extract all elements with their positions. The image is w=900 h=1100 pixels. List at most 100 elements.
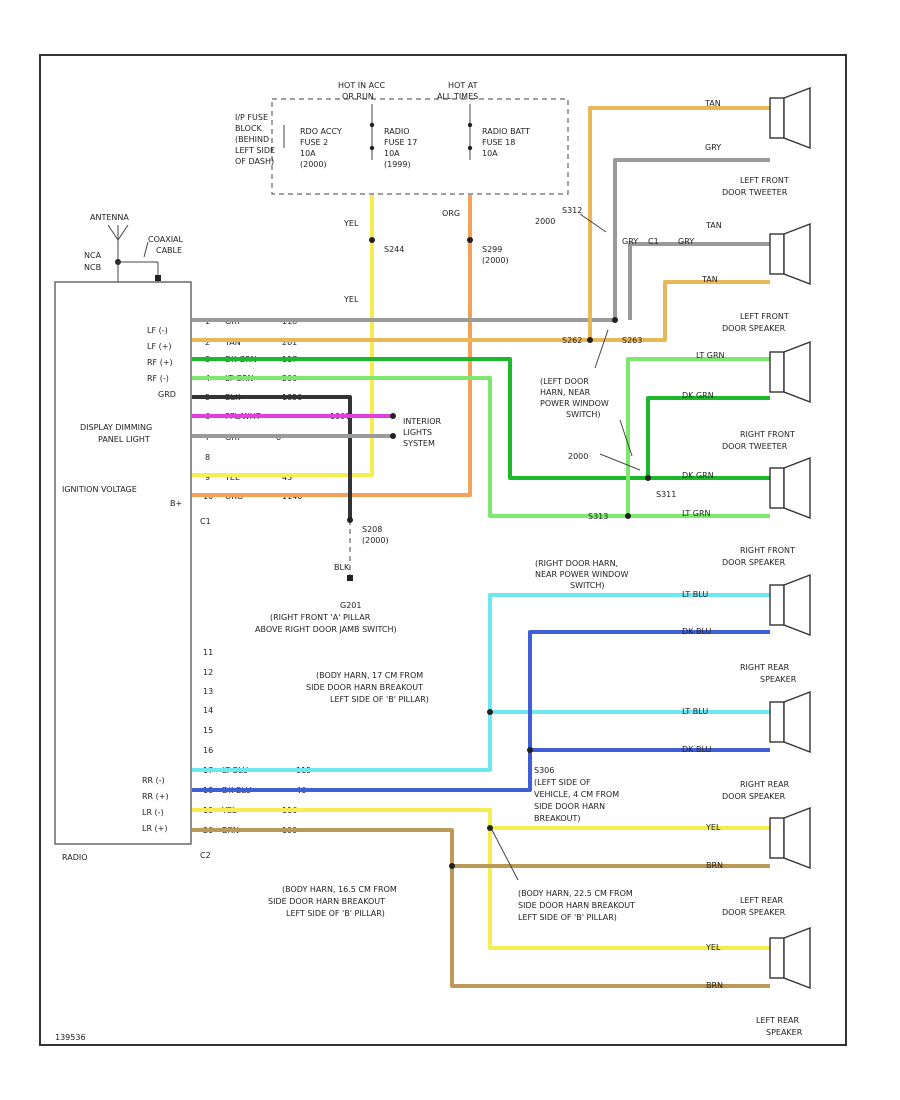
wire-label-blk: BLK: [334, 563, 350, 572]
speaker-name-2-0: RIGHT FRONT: [740, 430, 795, 439]
fuse1-text-1: FUSE 2: [300, 138, 328, 147]
pin-9: 9: [205, 473, 210, 482]
wire-label-brn-lr: BRN: [706, 861, 723, 870]
splice-s263: S263: [622, 336, 642, 345]
splice-s299-1: (2000): [482, 256, 509, 265]
note-left-door-1: HARN, NEAR: [540, 388, 591, 397]
wires: [192, 106, 770, 988]
wire-label-tan-sp2: TAN: [701, 275, 718, 284]
wire-yel-ign: [192, 195, 374, 477]
note-s306-1: VEHICLE, 4 CM FROM: [534, 790, 619, 799]
speaker-left-rear-door: LEFT REAR DOOR SPEAKER: [722, 806, 811, 917]
wire-label-ltgrn-sp: LT GRN: [696, 351, 725, 360]
func-rr-neg: RR (-): [142, 776, 165, 785]
func-display-dimming: DISPLAY DIMMING: [80, 423, 152, 432]
switch-label-2: SYSTEM: [403, 439, 435, 448]
ground-label-1: (RIGHT FRONT 'A' PILLAR: [270, 613, 371, 622]
wire-label-tan-sp: TAN: [705, 221, 722, 230]
fuse1-text-0: RDO ACCY: [300, 127, 342, 136]
wire-label-dkblu-rr: DK BLU: [682, 745, 711, 754]
fuse2-text-0: RADIO: [384, 127, 410, 136]
note-right-door-2: SWITCH): [570, 581, 605, 590]
func-rf-neg: RF (-): [147, 374, 169, 383]
speaker-name-2-1: DOOR TWEETER: [722, 442, 788, 451]
speaker-right-rear-door: RIGHT REAR DOOR SPEAKER: [722, 690, 811, 801]
pin-11: 11: [203, 648, 213, 657]
splice-s262: S262: [562, 336, 582, 345]
speaker-name-4-1: SPEAKER: [760, 675, 797, 684]
wire-label-dkgrn-tw: DK GRN: [682, 471, 714, 480]
fuse3-text-0: RADIO BATT: [482, 127, 530, 136]
wire-label-yel-lr2: YEL: [705, 943, 721, 952]
func-bplus: B+: [170, 499, 182, 508]
antenna: ANTENNA COAXIAL CABLE NCA NCB: [84, 213, 184, 282]
note-body16-0: (BODY HARN, 16.5 CM FROM: [282, 885, 397, 894]
wire-label-brn-lr2: BRN: [706, 981, 723, 990]
wire-ltblu-rr-neg: [192, 593, 770, 772]
fuse-block-desc-3: LEFT SIDE: [235, 146, 275, 155]
splice-s208-0: S208: [362, 525, 382, 534]
speaker-right-rear: RIGHT REAR SPEAKER: [740, 573, 811, 684]
wire-tan-lf-pos: [192, 280, 770, 342]
wire-label-c1: C1: [648, 237, 659, 246]
wire-ltgrn-branch: [626, 357, 770, 516]
fuse2-text-2: 10A: [384, 149, 400, 158]
pin-9-circuit: 43: [282, 473, 292, 482]
fuse-block-desc-1: BLOCK: [235, 124, 263, 133]
note-left-door-3: SWITCH): [566, 410, 601, 419]
pin-2: 2: [205, 338, 210, 347]
func-lf-pos: LF (+): [147, 342, 172, 351]
connector-c1: C1: [200, 517, 211, 526]
speaker-right-front-door: RIGHT FRONT DOOR SPEAKER: [722, 456, 811, 567]
hot-acc-label-0: HOT IN ACC: [338, 81, 386, 90]
fuse-block-desc-0: I/P FUSE: [235, 113, 268, 122]
pin-14: 14: [203, 706, 213, 715]
speakers: LEFT FRONT DOOR TWEETER LEFT FRONT DOOR …: [722, 86, 811, 1037]
wire-dkblu-rr-pos: [192, 630, 770, 792]
fuse1-text-3: (2000): [300, 160, 327, 169]
splice-year-1: 2000: [535, 217, 555, 226]
splice-s306: S306: [534, 766, 554, 775]
fuse2-text-3: (1999): [384, 160, 411, 169]
pin-12: 12: [203, 668, 213, 677]
radio-unit: RADIO C1 C2 LF (-) LF (+) RF (+) RF (-) …: [54, 281, 211, 862]
radio-name: RADIO: [62, 853, 88, 862]
hot-acc-label-1: OR RUN: [342, 92, 374, 101]
note-right-door-0: (RIGHT DOOR HARN,: [535, 559, 618, 568]
pin-2-color: TAN: [224, 338, 241, 347]
switch-label-0: INTERIOR: [403, 417, 442, 426]
fuse3-text-2: 10A: [482, 149, 498, 158]
wire-dkgrn-branch: [646, 396, 770, 478]
note-left-door-2: POWER WINDOW: [540, 399, 609, 408]
wire-label-org: ORG: [442, 209, 460, 218]
wire-label-yel-lr: YEL: [705, 823, 721, 832]
note-left-door-0: (LEFT DOOR: [540, 377, 589, 386]
func-rf-pos: RF (+): [147, 358, 173, 367]
footer-id: 139536: [55, 1033, 86, 1042]
speaker-name-1-0: LEFT FRONT: [740, 312, 789, 321]
speaker-left-front-door: LEFT FRONT DOOR SPEAKER: [722, 222, 811, 333]
wire-label-ltblu-sp: LT BLU: [682, 590, 708, 599]
splice-s299-0: S299: [482, 245, 502, 254]
wire-brn-lr2: [450, 866, 770, 988]
pin-16: 16: [203, 746, 213, 755]
speaker-name-6-0: LEFT REAR: [740, 896, 783, 905]
ground-label-0: G201: [340, 601, 361, 610]
wire-label-dkgrn-sp: DK GRN: [682, 391, 714, 400]
speaker-name-3-1: DOOR SPEAKER: [722, 558, 786, 567]
pin-9-color: YEL: [224, 473, 240, 482]
notes: (LEFT DOOR HARN, NEAR POWER WINDOW SWITC…: [55, 377, 635, 1042]
func-ignition: IGNITION VOLTAGE: [62, 485, 137, 494]
func-lf-neg: LF (-): [147, 326, 168, 335]
wire-org-batt: [192, 195, 472, 497]
speaker-left-front-tweeter: LEFT FRONT DOOR TWEETER: [722, 86, 811, 197]
wire-yel-lr-neg: [192, 808, 770, 830]
ground-label-2: ABOVE RIGHT DOOR JAMB SWITCH): [255, 625, 397, 634]
antenna-pin-b: NCB: [84, 263, 101, 272]
speaker-name-0-0: LEFT FRONT: [740, 176, 789, 185]
speaker-right-front-tweeter: RIGHT FRONT DOOR TWEETER: [722, 340, 811, 451]
splice-s244: S244: [384, 245, 404, 254]
fuse2-text-1: FUSE 17: [384, 138, 417, 147]
pin-13: 13: [203, 687, 213, 696]
splice-s208-1: (2000): [362, 536, 389, 545]
